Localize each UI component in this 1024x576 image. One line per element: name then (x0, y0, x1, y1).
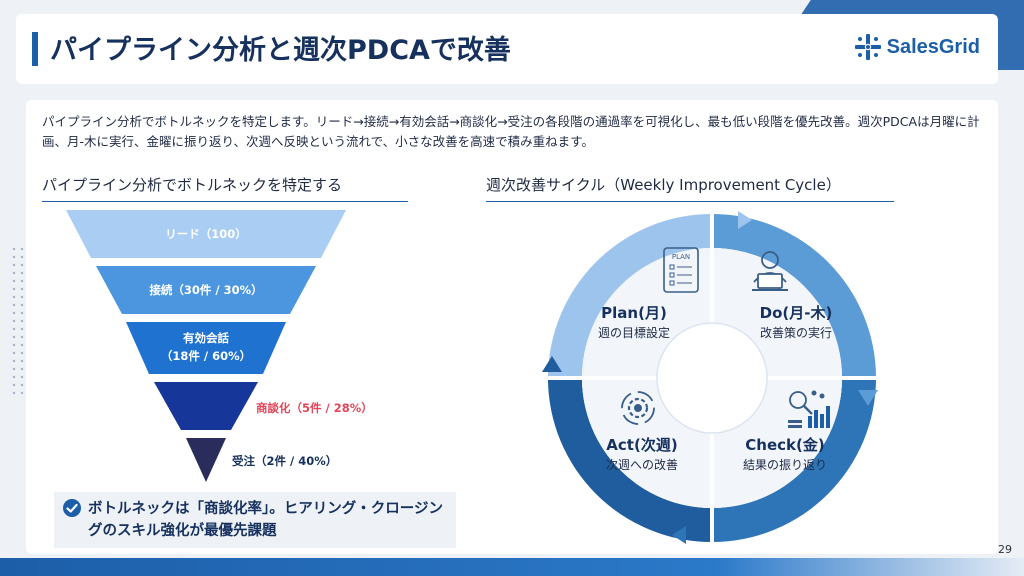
plan-document-icon: PLAN (663, 247, 699, 293)
quadrant-act-title: Act(次週) (606, 436, 678, 454)
logo-text: SalesGrid (886, 35, 980, 58)
ring-segment-do (712, 214, 876, 378)
funnel-section-title: パイプライン分析でボトルネックを特定する (42, 174, 408, 202)
funnel-stage-won (186, 438, 226, 482)
funnel-label-lead: リード（100） (165, 227, 247, 241)
funnel-label-won: 受注（2件 / 40%） (232, 454, 338, 468)
intro-paragraph: パイプライン分析でボトルネックを特定します。リード→接続→有効会話→商談化→受注… (42, 114, 980, 149)
gear-cycle-icon (621, 391, 655, 425)
funnel-section: パイプライン分析でボトルネックを特定する (42, 174, 408, 202)
quadrant-do-sub: 改善策の実行 (759, 326, 832, 340)
quadrant-do-title: Do(月-木) (759, 304, 833, 322)
cycle-arrow-plan (738, 211, 752, 229)
brand-logo: SalesGrid (854, 34, 980, 60)
quadrant-plan-sub: 週の目標設定 (597, 326, 670, 340)
funnel-stage-lead (66, 210, 346, 258)
cycle-arrow-do (858, 390, 878, 406)
quadrant-act-sub: 次週への改善 (605, 458, 678, 472)
ring-segment-plan (548, 214, 712, 378)
funnel-label-connect: 接続（30件 / 30%） (149, 283, 263, 297)
funnel-label-deal: 商談化（5件 / 28%） (256, 401, 373, 415)
check-circle-icon (63, 499, 81, 517)
bottleneck-callout: ボトルネックは「商談化率」。ヒアリング・クロージングのスキル強化が最優先課題 (54, 492, 456, 548)
funnel-label-conversation-2: （18件 / 60%） (160, 349, 252, 363)
slide-header: パイプライン分析と週次PDCAで改善 SalesGrid (16, 14, 998, 84)
quadrant-check-sub: 結果の振り返り (742, 458, 827, 472)
funnel-label-conversation-1: 有効会話 (183, 331, 229, 345)
footer-bar (0, 558, 1024, 576)
svg-text:PLAN: PLAN (672, 253, 690, 261)
slide-body: パイプライン分析でボトルネックを特定します。リード→接続→有効会話→商談化→受注… (26, 100, 998, 554)
pipeline-funnel (66, 210, 346, 482)
funnel-stage-conversation (126, 322, 286, 374)
cycle-section-title: 週次改善サイクル（Weekly Improvement Cycle） (486, 174, 894, 202)
pdca-cycle-diagram: PLAN (542, 211, 878, 544)
title-accent-bar (32, 32, 38, 66)
cycle-section: 週次改善サイクル（Weekly Improvement Cycle） (486, 174, 894, 202)
chart-analysis-icon (788, 390, 830, 428)
page-number: 29 (998, 543, 1012, 556)
ring-segment-act (548, 378, 712, 542)
quadrant-check-title: Check(金) (745, 436, 825, 454)
callout-text: ボトルネックは「商談化率」。ヒアリング・クロージングのスキル強化が最優先課題 (88, 501, 443, 539)
person-laptop-icon (752, 251, 788, 291)
cycle-arrow-check (672, 526, 686, 544)
sales-grid-logo-icon (854, 34, 881, 60)
funnel-stage-connect (96, 266, 316, 314)
quadrant-plan-title: Plan(月) (601, 304, 667, 322)
funnel-stage-deal (154, 382, 258, 430)
page-title: パイプライン分析と週次PDCAで改善 (50, 35, 511, 66)
ring-segment-check (712, 378, 876, 542)
cycle-arrow-act (542, 356, 562, 372)
